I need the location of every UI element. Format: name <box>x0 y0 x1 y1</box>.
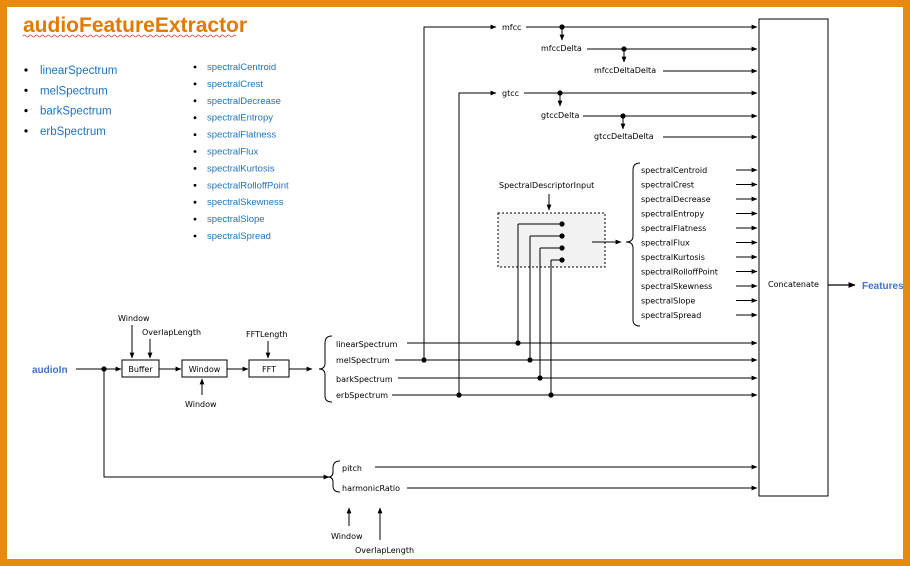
bullet-icon <box>24 129 28 133</box>
descriptor-list: spectralCentroid spectralCrest spectralDec… <box>193 62 289 242</box>
bullet-icon <box>193 133 197 137</box>
descriptor-output-label: spectralSkewness <box>641 282 712 291</box>
bullet-icon <box>193 82 197 86</box>
window-label: Window <box>189 365 221 374</box>
descriptor-outputs: spectralCentroid spectralCrest spectralDec… <box>641 166 758 320</box>
audio-input-label: audioIn <box>32 365 68 376</box>
pitch-output: pitch <box>342 464 362 473</box>
spellcheck-underline <box>22 34 237 38</box>
descriptor-list-item: spectralCrest <box>207 79 263 90</box>
gtcc-path <box>458 90 497 395</box>
descriptor-list-item: spectralSpread <box>207 231 271 242</box>
descriptor-output-label: spectralEntropy <box>641 210 704 219</box>
erb-spectrum-output: erbSpectrum <box>336 391 388 400</box>
bullet-icon <box>193 217 197 221</box>
descriptor-input-switch <box>497 212 606 268</box>
spectrum-list: linearSpectrum melSpectrum barkSpectrum erb… <box>24 65 117 138</box>
gtcc-label: gtcc <box>502 89 519 98</box>
concatenate-label: Concatenate <box>768 280 819 289</box>
descriptor-list-item: spectralFlux <box>207 147 258 158</box>
pitch-brace <box>327 460 341 493</box>
bullet-icon <box>193 200 197 204</box>
bark-spectrum-output: barkSpectrum <box>336 375 393 384</box>
descriptor-output-label: spectralFlatness <box>641 224 706 233</box>
spectrum-brace <box>318 335 333 403</box>
descriptor-list-item: spectralEntropy <box>207 113 273 124</box>
mfcc-label: mfcc <box>502 23 521 32</box>
mel-spectrum-output: melSpectrum <box>336 356 390 365</box>
pitch-path <box>103 369 330 480</box>
bullet-icon <box>193 167 197 170</box>
descriptor-brace <box>625 162 641 327</box>
descriptor-list-item: spectralDecrease <box>207 96 281 107</box>
gtcc-delta-label: gtccDelta <box>541 111 579 120</box>
descriptor-list-item: spectralRolloffPoint <box>207 180 289 191</box>
descriptor-output-label: spectralFlux <box>641 239 690 248</box>
spectrum-list-item: melSpectrum <box>40 85 108 97</box>
mfcc-delta-delta-label: mfccDeltaDelta <box>594 66 656 75</box>
mfcc-path <box>423 24 497 360</box>
mfcc-delta-label: mfccDelta <box>541 44 582 53</box>
bullet-icon <box>24 109 28 113</box>
spectrum-list-item: linearSpectrum <box>40 65 117 77</box>
descriptor-output-label: spectralDecrease <box>641 195 711 204</box>
diagram-title: audioFeatureExtractor <box>23 14 247 37</box>
bullet-icon <box>193 150 197 153</box>
descriptor-list-item: spectralSlope <box>207 214 265 225</box>
bullet-icon <box>193 183 197 187</box>
bullet-icon <box>24 68 28 72</box>
descriptor-list-item: spectralCentroid <box>207 62 276 73</box>
fft-label: FFT <box>262 365 276 374</box>
descriptor-output-label: spectralSpread <box>641 311 701 320</box>
descriptor-input-label: SpectralDescriptorInput <box>499 181 594 190</box>
spectrum-list-item: erbSpectrum <box>40 126 106 138</box>
bullet-icon <box>24 88 28 92</box>
descriptor-output-label: spectralCentroid <box>641 166 707 175</box>
harmonic-ratio-output: harmonicRatio <box>342 484 400 493</box>
descriptor-output-label: spectralCrest <box>641 181 694 190</box>
bullet-icon <box>193 234 197 238</box>
concatenate-block <box>758 18 829 497</box>
descriptor-list-item: spectralFlatness <box>207 130 276 141</box>
descriptor-list-item: spectralSkewness <box>207 197 284 208</box>
pitch-overlap-param: OverlapLength <box>355 546 414 555</box>
gtcc-delta-delta-label: gtccDeltaDelta <box>594 132 654 141</box>
linear-spectrum-output: linearSpectrum <box>336 340 398 349</box>
window-param-bottom: Window <box>185 400 217 409</box>
buffer-overlap-param: OverlapLength <box>142 328 201 337</box>
features-output-label: Features <box>862 281 904 292</box>
descriptor-output-label: spectralSlope <box>641 297 695 306</box>
bullet-icon <box>193 116 197 120</box>
descriptor-output-label: spectralRolloffPoint <box>641 268 718 277</box>
buffer-label: Buffer <box>128 365 153 374</box>
bullet-icon <box>193 99 197 103</box>
pitch-window-param: Window <box>331 532 363 541</box>
fft-length-param: FFTLength <box>246 330 288 339</box>
descriptor-output-label: spectralKurtosis <box>641 253 705 262</box>
buffer-window-param: Window <box>118 314 150 323</box>
descriptor-list-item: spectralKurtosis <box>207 163 275 174</box>
spectrum-list-item: barkSpectrum <box>40 106 112 118</box>
bullet-icon <box>193 65 197 69</box>
